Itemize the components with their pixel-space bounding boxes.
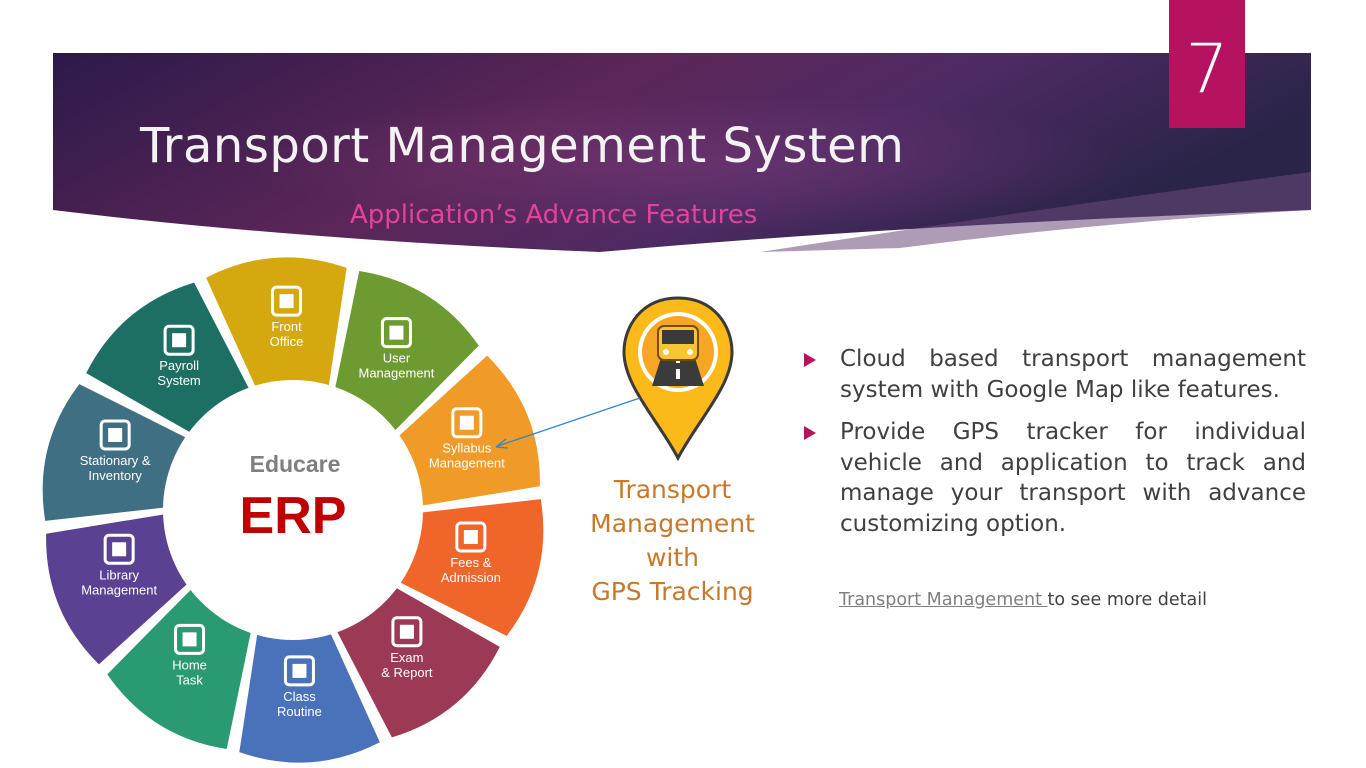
wheel-segment — [393, 355, 540, 507]
wheel-center — [163, 380, 423, 640]
wheel-segment-label: Admission — [441, 570, 501, 585]
wheel-segment-label: Class — [283, 689, 316, 704]
wheel-segment-label: Inventory — [88, 468, 142, 483]
grid-icon — [99, 419, 131, 451]
wheel-segment — [333, 584, 500, 738]
gps-caption: Transport Management with GPS Tracking — [570, 473, 775, 609]
gps-caption-line: with — [645, 543, 700, 572]
wheel-segment-label: Routine — [277, 704, 322, 719]
wheel-segment — [206, 257, 347, 394]
wheel-segment-label: Management — [81, 582, 157, 597]
binders-icon — [103, 533, 135, 565]
wheel-segment-label: & Report — [381, 665, 433, 680]
list-item: Provide GPS tracker for individual vehic… — [800, 417, 1306, 539]
wheel-segment-label: Payroll — [159, 358, 199, 373]
center-brand: Educare — [250, 451, 341, 477]
gps-caption-line: Management — [590, 509, 755, 538]
syllabus-icon — [451, 407, 483, 439]
page-subtitle: Application’s Advance Features — [350, 200, 758, 230]
wheel-segment-label: Stationary & — [80, 453, 151, 468]
wheel-segment-label: Front — [271, 319, 302, 334]
wheel-segment-label: Library — [99, 567, 139, 582]
center-erp: ERP — [240, 487, 347, 545]
wheel-segment-label: Home — [172, 657, 207, 672]
exam-report-icon — [391, 616, 423, 648]
bullet-text: Cloud based transport management system … — [840, 346, 1306, 403]
wheel-segment-label: Fees & — [450, 555, 492, 570]
task-check-icon — [174, 623, 206, 655]
slide-number: 7 — [1169, 0, 1245, 128]
wheel-segment — [46, 513, 193, 665]
gps-caption-line: Transport — [613, 475, 732, 504]
wheel-segment-label: Office — [270, 334, 304, 349]
wheel-segment — [333, 271, 479, 436]
wheel-segment — [107, 584, 253, 749]
wheel-segment-label: System — [157, 373, 200, 388]
wheel-segment — [86, 282, 253, 436]
wheel-segment — [42, 384, 193, 521]
gps-caption-line: GPS Tracking — [591, 577, 754, 606]
transport-management-link[interactable]: Transport Management — [839, 590, 1048, 610]
wheel-segment — [239, 626, 380, 763]
wheel-segment-label: Task — [176, 672, 203, 687]
user-icon — [380, 317, 412, 349]
wheel-segment-label: Management — [429, 456, 505, 471]
page-title: Transport Management System — [140, 118, 905, 174]
triangle-bullet-icon — [804, 426, 816, 440]
list-item: Cloud based transport management system … — [800, 344, 1306, 405]
desk-person-icon — [271, 285, 303, 317]
more-detail-line: Transport Management to see more detail — [839, 590, 1207, 610]
payroll-icon — [163, 324, 195, 356]
connector-arrow — [495, 397, 641, 449]
triangle-bullet-icon — [804, 353, 816, 367]
more-detail-suffix: to see more detail — [1047, 590, 1207, 610]
rupee-receipt-icon — [455, 521, 487, 553]
wheel-segment-label: Exam — [390, 650, 423, 665]
teacher-board-icon — [283, 655, 315, 687]
wheel-segment-label: Management — [359, 366, 435, 381]
wheel-segment-label: Syllabus — [442, 441, 492, 456]
title-banner — [53, 53, 1311, 252]
bus-location-pin-icon — [622, 296, 734, 462]
wheel-segment-label: User — [383, 351, 411, 366]
erp-module-wheel: FrontOfficeUserManagementSyllabusManagem… — [42, 257, 544, 763]
bullet-text: Provide GPS tracker for individual vehic… — [840, 419, 1306, 537]
feature-list: Cloud based transport management system … — [800, 344, 1306, 551]
wheel-segment — [393, 499, 544, 636]
